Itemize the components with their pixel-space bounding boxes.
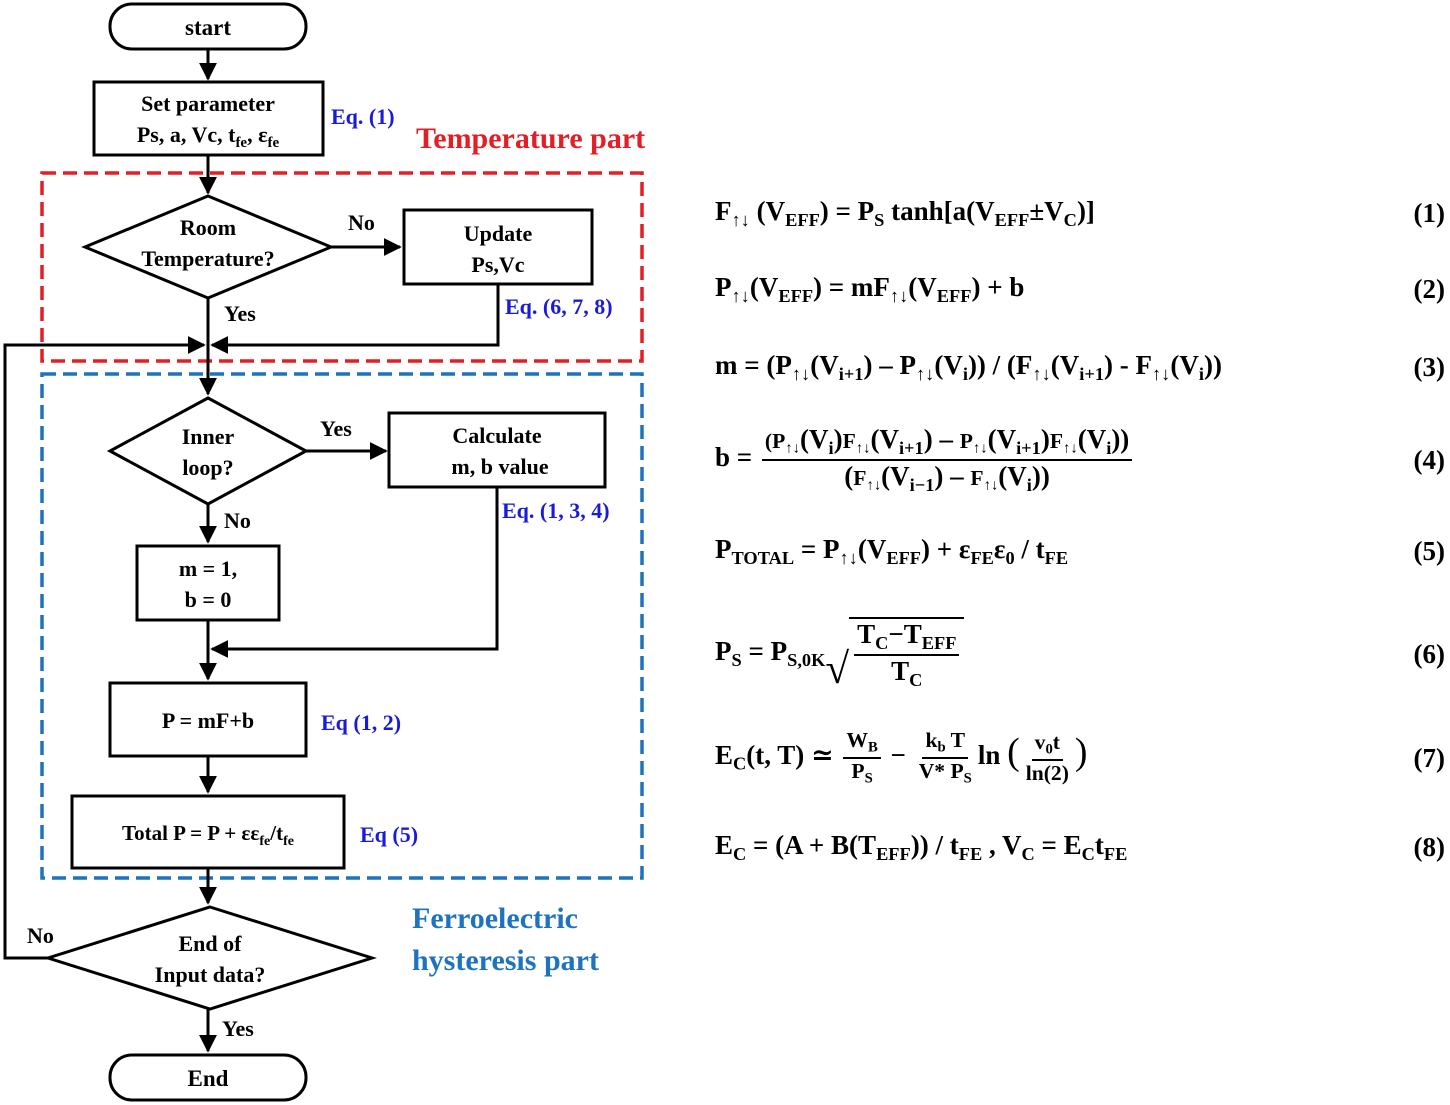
- equation-7-number: (7): [1413, 742, 1445, 773]
- update-box: [402, 208, 594, 286]
- equation-2-body: P↑↓(VEFF) = mF↑↓(VEFF) + b: [715, 271, 1025, 306]
- yes-label-room: Yes: [224, 301, 256, 326]
- yes-label-inner: Yes: [320, 416, 352, 441]
- equation-8-number: (8): [1413, 831, 1445, 862]
- yes-label-end: Yes: [222, 1016, 254, 1041]
- total-p-box: [70, 794, 346, 870]
- p-mfb-box: [108, 681, 308, 758]
- equation-5: PTOTAL = P↑↓(VEFF) + εFEε0 / tFE (5): [715, 526, 1445, 576]
- equation-8: EC = (A + B(TEFF)) / tFE , VC = ECtFE (8…: [715, 822, 1445, 872]
- calculate-return-line: [210, 487, 499, 658]
- equation-3-number: (3): [1413, 351, 1445, 382]
- equation-2: P↑↓(VEFF) = mF↑↓(VEFF) + b (2): [715, 264, 1445, 314]
- temperature-region: [40, 171, 644, 363]
- end-terminator: [108, 1053, 308, 1102]
- equation-1: F↑↓ (VEFF) = PS tanh[a(VEFF±VC)] (1): [715, 188, 1445, 238]
- ferroelectric-label-line2: hysteresis part: [412, 944, 599, 977]
- inner-loop-line1: Inner: [182, 424, 235, 449]
- update-line2: Ps,Vc: [471, 252, 524, 277]
- equation-4: b = (P↑↓(Vi)F↑↓(Vi+1) – P↑↓(Vi+1)F↑↓(Vi)…: [715, 422, 1445, 498]
- no-label-room: No: [348, 210, 375, 235]
- total-p-label: Total P = P + εεfe/tfe: [122, 821, 294, 849]
- equation-3-body: m = (P↑↓(Vi+1) – P↑↓(Vi)) / (F↑↓(Vi+1) -…: [715, 349, 1222, 384]
- ferroelectric-label-line1: Ferroelectric: [412, 902, 578, 935]
- equation-5-body: PTOTAL = P↑↓(VEFF) + εFEε0 / tFE: [715, 533, 1069, 568]
- inner-loop-decision: [106, 396, 310, 506]
- end-input-line1: End of: [179, 931, 243, 956]
- equation-1-number: (1): [1413, 197, 1445, 228]
- calculate-line1: Calculate: [452, 423, 541, 448]
- temperature-part-label: Temperature part: [416, 122, 645, 155]
- p-mfb-label: P = mF+b: [162, 708, 254, 733]
- equation-1-body: F↑↓ (VEFF) = PS tanh[a(VEFF±VC)]: [715, 195, 1095, 230]
- set-parameter-line2: Ps, a, Vc, tfe, εfe: [137, 122, 280, 151]
- end-input-line2: Input data?: [155, 962, 266, 987]
- equation-4-body: b = (P↑↓(Vi)F↑↓(Vi+1) – P↑↓(Vi+1)F↑↓(Vi)…: [715, 424, 1365, 496]
- eq12-reference: Eq (1, 2): [321, 710, 401, 735]
- room-temp-line1: Room: [180, 215, 236, 240]
- equation-6-number: (6): [1413, 638, 1445, 669]
- m1-b0-box: [135, 544, 281, 622]
- eq5-reference: Eq (5): [360, 822, 418, 847]
- m1-line2: b = 0: [185, 587, 232, 612]
- end-of-input-decision: [43, 905, 377, 1011]
- equation-4-number: (4): [1413, 444, 1445, 475]
- equation-3: m = (P↑↓(Vi+1) – P↑↓(Vi)) / (F↑↓(Vi+1) -…: [715, 342, 1445, 392]
- m1-line1: m = 1,: [179, 556, 237, 581]
- room-temp-line2: Temperature?: [141, 246, 274, 271]
- ferroelectric-region: [40, 372, 644, 880]
- eq1-reference: Eq. (1): [331, 104, 395, 129]
- calculate-box: [387, 411, 607, 489]
- update-line1: Update: [464, 221, 533, 246]
- equation-2-number: (2): [1413, 273, 1445, 304]
- end-label: End: [188, 1066, 229, 1091]
- no-label-end: No: [27, 923, 54, 948]
- set-parameter-line1: Set parameter: [141, 91, 275, 116]
- equation-5-number: (5): [1413, 535, 1445, 566]
- no-label-inner: No: [224, 508, 251, 533]
- flowchart: start Set parameter Ps, a, Vc, tfe, εfe …: [3, 2, 645, 1102]
- loop-back-line: [3, 336, 206, 960]
- start-label: start: [185, 15, 231, 40]
- calculate-line2: m, b value: [451, 454, 548, 479]
- inner-loop-line2: loop?: [182, 455, 233, 480]
- equation-8-body: EC = (A + B(TEFF)) / tFE , VC = ECtFE: [715, 829, 1128, 864]
- update-return-line: [210, 284, 500, 354]
- eq134-reference: Eq. (1, 3, 4): [502, 498, 610, 523]
- eq678-reference: Eq. (6, 7, 8): [505, 294, 613, 319]
